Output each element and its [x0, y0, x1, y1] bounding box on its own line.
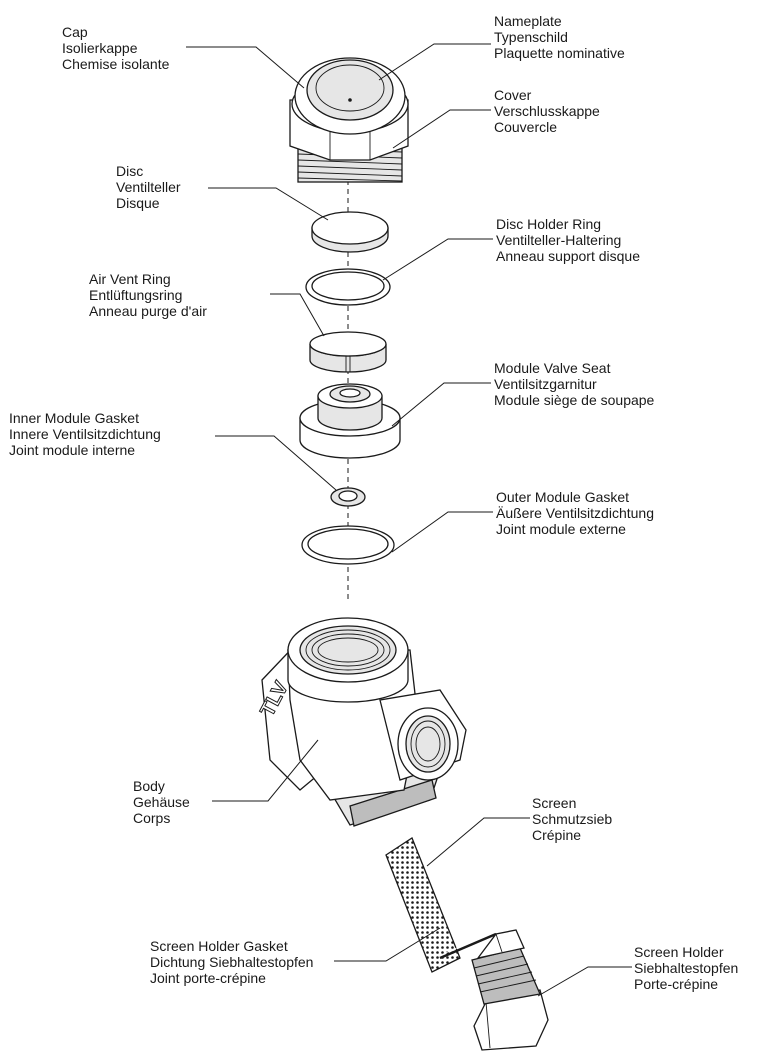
leader-cap: [186, 46, 305, 89]
screen-part: [385, 837, 461, 973]
label-module-valve-seat-en: Module Valve Seat: [494, 360, 611, 376]
label-screen-holder: Screen Holder Siebhaltestopfen Porte-cré…: [634, 944, 738, 992]
leader-lines: [186, 43, 632, 997]
label-screen-holder-gasket-de: Dichtung Siebhaltestopfen: [150, 954, 314, 970]
label-screen-fr: Crépine: [532, 827, 582, 843]
disc-part: [311, 211, 389, 253]
label-inner-module-gasket-de: Innere Ventilsitzdichtung: [9, 426, 161, 442]
label-screen-holder-fr: Porte-crépine: [634, 976, 719, 992]
label-screen-holder-gasket-fr: Joint porte-crépine: [150, 970, 266, 986]
outer-module-gasket-part: [301, 525, 395, 565]
label-outer-module-gasket: Outer Module Gasket Äußere Ventilsitzdic…: [496, 489, 654, 537]
label-screen-holder-gasket: Screen Holder Gasket Dichtung Siebhaltes…: [150, 938, 313, 986]
leader-outer-module-gasket: [391, 511, 493, 553]
label-cover: Cover Verschlusskappe Couvercle: [494, 87, 600, 135]
module-valve-seat-part: [299, 383, 401, 459]
label-outer-module-gasket-fr: Joint module externe: [496, 521, 626, 537]
label-cap-de: Isolierkappe: [62, 40, 138, 56]
label-screen-en: Screen: [532, 795, 577, 811]
label-cover-en: Cover: [494, 87, 532, 103]
label-outer-module-gasket-en: Outer Module Gasket: [496, 489, 630, 505]
label-inner-module-gasket-fr: Joint module interne: [9, 442, 136, 458]
screen-holder-gasket-part: [439, 930, 497, 960]
label-disc-de: Ventilteller: [116, 179, 181, 195]
label-module-valve-seat-fr: Module siège de soupape: [494, 392, 655, 408]
air-vent-ring-part: [309, 331, 387, 373]
body-part: TLV: [256, 617, 467, 827]
label-air-vent-ring-de: Entlüftungsring: [89, 287, 183, 303]
label-air-vent-ring: Air Vent Ring Entlüftungsring Anneau pur…: [89, 271, 207, 319]
label-nameplate-en: Nameplate: [494, 13, 562, 29]
label-disc-holder-ring-en: Disc Holder Ring: [496, 216, 602, 232]
label-screen-de: Schmutzsieb: [532, 811, 613, 827]
leader-cover: [392, 109, 491, 149]
label-cover-fr: Couvercle: [494, 119, 558, 135]
leader-disc: [208, 187, 329, 221]
label-air-vent-ring-en: Air Vent Ring: [89, 271, 171, 287]
label-disc-holder-ring: Disc Holder Ring Ventilteller-Haltering …: [496, 216, 640, 264]
label-nameplate-fr: Plaquette nominative: [494, 45, 625, 61]
label-module-valve-seat: Module Valve Seat Ventilsitzgarnitur Mod…: [494, 360, 654, 408]
leader-module-valve-seat: [391, 382, 491, 427]
leader-air-vent-ring: [270, 293, 325, 337]
leader-screen-holder: [537, 966, 632, 997]
label-air-vent-ring-fr: Anneau purge d'air: [89, 303, 207, 319]
label-cover-de: Verschlusskappe: [494, 103, 600, 119]
label-screen: Screen Schmutzsieb Crépine: [532, 795, 612, 843]
label-nameplate: Nameplate Typenschild Plaquette nominati…: [494, 13, 625, 61]
label-body: Body Gehäuse Corps: [133, 778, 190, 826]
label-disc-fr: Disque: [116, 195, 160, 211]
label-disc-holder-ring-fr: Anneau support disque: [496, 248, 640, 264]
label-cap: Cap Isolierkappe Chemise isolante: [62, 24, 169, 72]
label-disc-holder-ring-de: Ventilteller-Haltering: [496, 232, 622, 248]
screen-holder-part: [471, 929, 549, 1051]
label-body-en: Body: [133, 778, 165, 794]
label-nameplate-de: Typenschild: [494, 29, 568, 45]
label-module-valve-seat-de: Ventilsitzgarnitur: [494, 376, 597, 392]
leader-disc-holder-ring: [382, 238, 493, 281]
leader-screen-holder-gasket: [334, 927, 441, 962]
leader-screen: [426, 817, 530, 867]
cap-part: [289, 57, 409, 183]
label-body-de: Gehäuse: [133, 794, 190, 810]
disc-holder-ring-part: [305, 268, 391, 306]
label-screen-holder-en: Screen Holder: [634, 944, 724, 960]
leader-inner-module-gasket: [215, 435, 337, 491]
label-disc: Disc Ventilteller Disque: [116, 163, 181, 211]
label-outer-module-gasket-de: Äußere Ventilsitzdichtung: [496, 505, 654, 521]
label-cap-en: Cap: [62, 24, 88, 40]
label-cap-fr: Chemise isolante: [62, 56, 170, 72]
label-screen-holder-gasket-en: Screen Holder Gasket: [150, 938, 288, 954]
label-inner-module-gasket: Inner Module Gasket Innere Ventilsitzdic…: [9, 410, 161, 458]
label-disc-en: Disc: [116, 163, 144, 179]
leader-body: [212, 739, 319, 802]
label-screen-holder-de: Siebhaltestopfen: [634, 960, 739, 976]
leader-nameplate: [378, 43, 491, 81]
label-body-fr: Corps: [133, 810, 171, 826]
label-inner-module-gasket-en: Inner Module Gasket: [9, 410, 139, 426]
inner-module-gasket-part: [330, 487, 366, 507]
